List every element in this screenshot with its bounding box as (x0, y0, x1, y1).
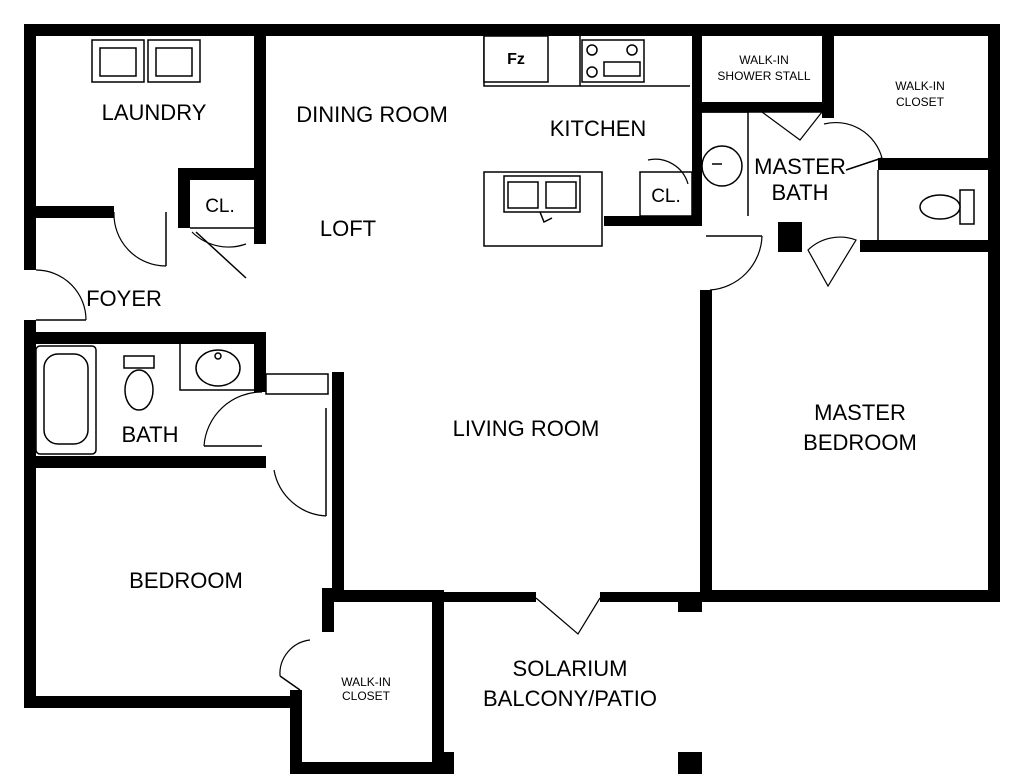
counters (179, 36, 879, 395)
bedroom-closet-label-2: CLOSET (342, 689, 391, 703)
laundry-door (113, 211, 167, 267)
kitchen-sink-icon (503, 175, 581, 224)
bedroom-closet-door (279, 639, 311, 691)
master-bedroom-door (706, 235, 763, 291)
shower-door (761, 111, 823, 141)
laundry-label: LAUNDRY (102, 100, 207, 125)
foyer-label: FOYER (86, 286, 162, 311)
master-bath-label-2: BATH (771, 180, 828, 205)
kitchen-closet-label: CL. (651, 186, 681, 207)
freezer-label: Fz (507, 51, 525, 68)
master-closet-label-1: WALK-IN (895, 79, 945, 93)
solarium-label-1: SOLARIUM (513, 656, 628, 681)
solarium-label-2: BALCONY/PATIO (483, 686, 657, 711)
dining-room-label: DINING ROOM (296, 102, 448, 127)
fixtures (35, 35, 975, 455)
master-closet-door (823, 121, 883, 171)
bath-door (203, 391, 263, 447)
master-bedroom-label-1: MASTER (814, 400, 906, 425)
bedroom-closet-label-1: WALK-IN (341, 675, 391, 689)
bedroom-door (273, 408, 327, 517)
master-sink-icon (701, 145, 743, 187)
master-bedroom-label-2: BEDROOM (803, 430, 917, 455)
kitchen-label: KITCHEN (550, 116, 647, 141)
washer-icon (91, 39, 145, 83)
doors (35, 111, 883, 691)
laundry-closet-label: CL. (205, 196, 235, 217)
kitchen-closet-door (647, 158, 689, 185)
bathtub-icon (35, 345, 97, 455)
solarium-door (535, 597, 601, 635)
master-bath-door (807, 236, 857, 288)
loft-label: LOFT (320, 216, 376, 241)
freezer-icon (483, 35, 549, 83)
master-toilet-icon (919, 189, 975, 225)
master-closet-label-2: CLOSET (896, 95, 945, 109)
dryer-icon (147, 39, 201, 83)
living-room-label: LIVING ROOM (453, 416, 600, 441)
room-labels: LAUNDRY DINING ROOM KITCHEN Fz CL. CL. L… (86, 51, 945, 711)
laundry-closet-door (191, 231, 247, 279)
shower-label-1: WALK-IN (739, 53, 789, 67)
toilet-icon (123, 355, 155, 411)
front-door (35, 269, 87, 321)
bedroom-label: BEDROOM (129, 568, 243, 593)
shower-label-2: SHOWER STALL (717, 69, 810, 83)
stove-icon (581, 39, 645, 83)
master-bath-label-1: MASTER (754, 154, 846, 179)
bath-sink-icon (195, 349, 241, 387)
walls (24, 24, 1000, 774)
bath-label: BATH (121, 422, 178, 447)
